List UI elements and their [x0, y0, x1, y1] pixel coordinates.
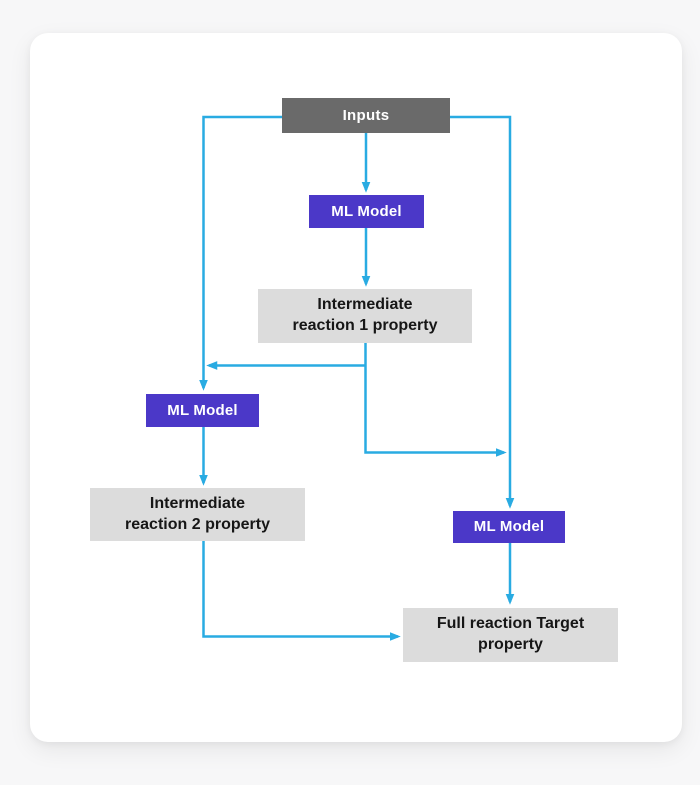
node-ml-model-1: ML Model — [309, 195, 424, 228]
node-intermediate-reaction-2-label: Intermediate reaction 2 property — [125, 494, 270, 533]
node-inputs: Inputs — [282, 98, 450, 133]
node-ml-model-3: ML Model — [453, 511, 565, 543]
node-ml-model-2-label: ML Model — [167, 401, 238, 419]
node-full-reaction-target-label: Full reaction Target property — [436, 615, 585, 653]
node-intermediate-reaction-1-label: Intermediate reaction 1 property — [292, 296, 438, 334]
node-full-reaction-target: Full reaction Target property — [403, 608, 618, 662]
node-ml-model-1-label: ML Model — [331, 202, 402, 220]
node-intermediate-reaction-1: Intermediate reaction 1 property — [258, 289, 472, 343]
node-ml-model-2: ML Model — [146, 394, 259, 427]
node-ml-model-3-label: ML Model — [473, 518, 545, 536]
node-intermediate-reaction-2: Intermediate reaction 2 property — [90, 488, 305, 541]
node-inputs-label: Inputs — [342, 106, 390, 124]
